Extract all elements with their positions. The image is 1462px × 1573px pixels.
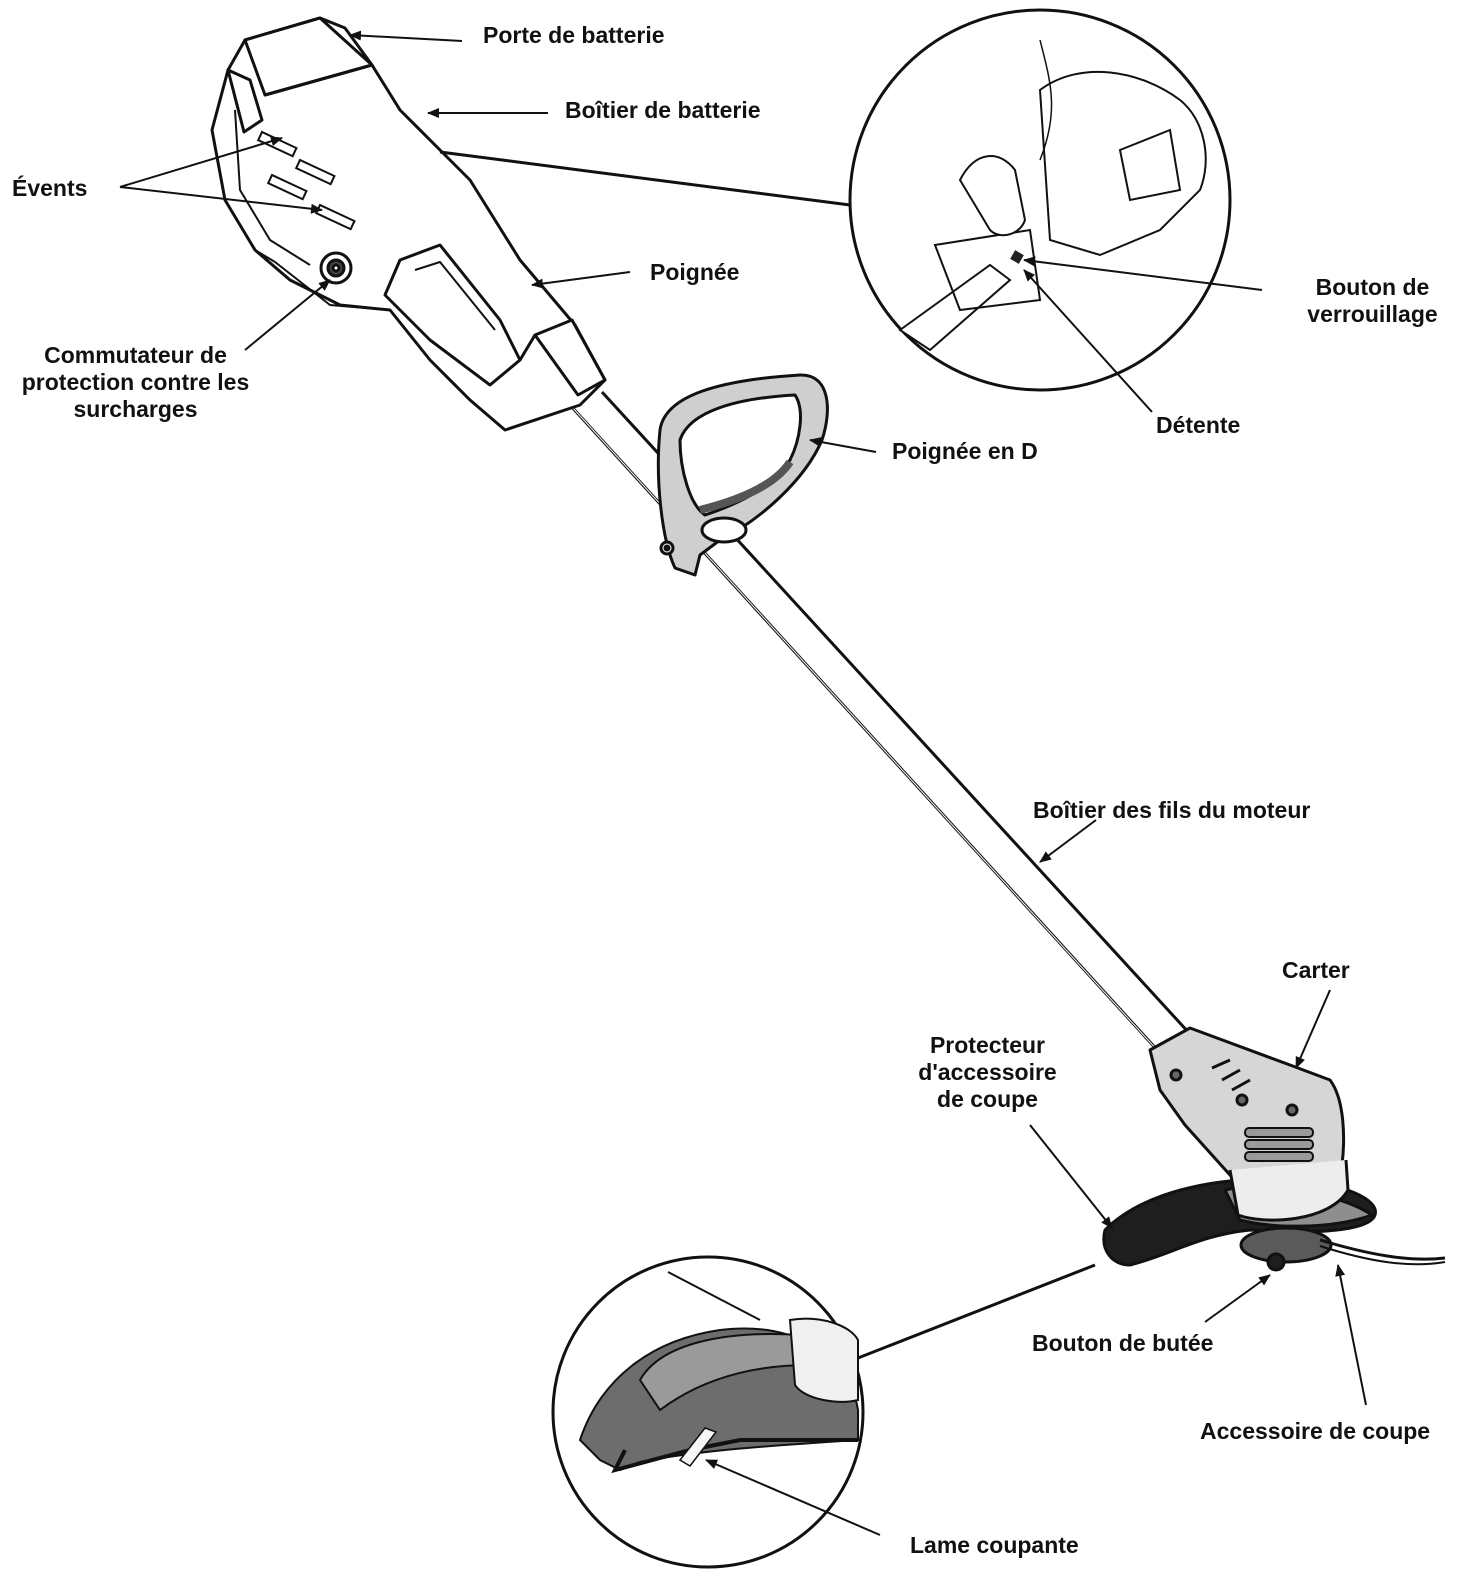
- label-boitier-fils: Boîtier des fils du moteur: [1033, 797, 1311, 823]
- leader-lines: [119, 30, 1367, 1536]
- label-commutateur: Commutateur de protection contre les sur…: [8, 342, 263, 423]
- label-lame-coupante: Lame coupante: [910, 1532, 1079, 1558]
- label-poignee: Poignée: [650, 259, 740, 285]
- label-commutateur-line3: surcharges: [73, 396, 198, 422]
- label-bouton-verrouillage: Bouton de verrouillage: [1290, 274, 1455, 328]
- battery-housing: [210, 16, 607, 432]
- label-protecteur: Protecteur d'accessoire de coupe: [905, 1032, 1070, 1113]
- label-protecteur-line3: de coupe: [937, 1086, 1038, 1112]
- label-commutateur-line1: Commutateur de: [44, 342, 227, 368]
- label-carter: Carter: [1282, 957, 1350, 983]
- label-bouton-verrouillage-line1: Bouton de: [1315, 274, 1430, 300]
- label-boitier-batterie: Boîtier de batterie: [565, 97, 761, 123]
- overload-switch: [319, 251, 353, 285]
- motor-head: [1102, 1026, 1446, 1272]
- label-commutateur-line2: protection contre les: [21, 369, 250, 395]
- inset-lock-trigger: [848, 8, 1232, 392]
- label-bouton-verrouillage-line2: verrouillage: [1307, 301, 1438, 327]
- label-porte-batterie: Porte de batterie: [483, 22, 665, 48]
- inset-cutting-blade: [551, 1255, 865, 1569]
- label-bouton-butee: Bouton de butée: [1032, 1330, 1214, 1356]
- label-protecteur-line1: Protecteur: [929, 1032, 1046, 1058]
- label-protecteur-line2: d'accessoire: [918, 1059, 1057, 1085]
- label-poignee-d: Poignée en D: [892, 438, 1038, 464]
- label-detente: Détente: [1156, 412, 1241, 438]
- d-handle: [656, 373, 829, 577]
- inset-connectors: [439, 150, 1096, 1360]
- label-accessoire-coupe: Accessoire de coupe: [1200, 1418, 1431, 1444]
- label-events: Évents: [12, 175, 88, 201]
